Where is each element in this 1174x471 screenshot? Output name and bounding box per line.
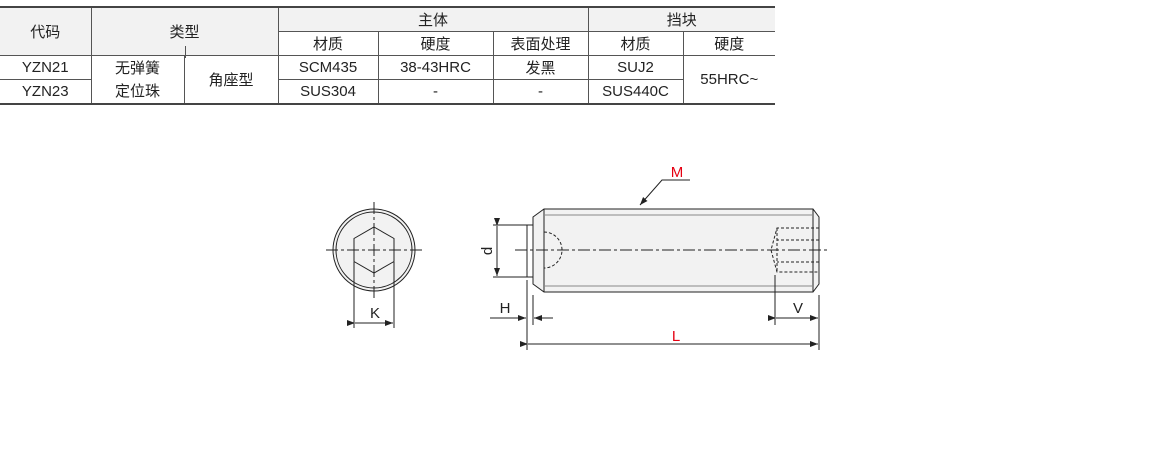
row1-surface: 发黑 [492,55,589,80]
type-main: 无弹簧定位珠 [90,55,185,105]
row1-hardness: 38-43HRC [377,55,494,80]
header-stopper-material: 材质 [587,31,684,56]
label-K: K [370,305,380,322]
row1-material: SCM435 [277,55,379,80]
row2-code: YZN23 [0,79,92,105]
label-M: M [671,164,684,181]
row2-hardness: - [377,79,494,105]
label-V: V [793,300,803,317]
header-stopper: 挡块 [587,6,775,32]
row1-code: YZN21 [0,55,92,80]
header-hardness: 硬度 [377,31,494,56]
type-sub: 角座型 [183,55,279,105]
label-d: d [479,247,496,255]
stopper-hardness: 55HRC~ [682,55,775,105]
label-L: L [672,328,680,345]
row2-stopper-material: SUS440C [587,79,683,105]
header-type: 类型 [90,6,279,58]
end-view [326,202,422,328]
row1-stopper-material: SUJ2 [587,55,684,80]
header-code: 代码 [0,6,92,56]
spec-table: 代码 类型 主体 挡块 材质 硬度 表面处理 材质 硬度 YZN21 无弹簧定位… [0,6,775,105]
header-body: 主体 [277,6,589,32]
header-material: 材质 [278,31,379,56]
header-stopper-hardness: 硬度 [682,31,775,56]
row2-material: SUS304 [277,79,379,105]
label-H: H [500,300,511,317]
header-surface: 表面处理 [492,31,589,56]
side-view [490,179,830,350]
